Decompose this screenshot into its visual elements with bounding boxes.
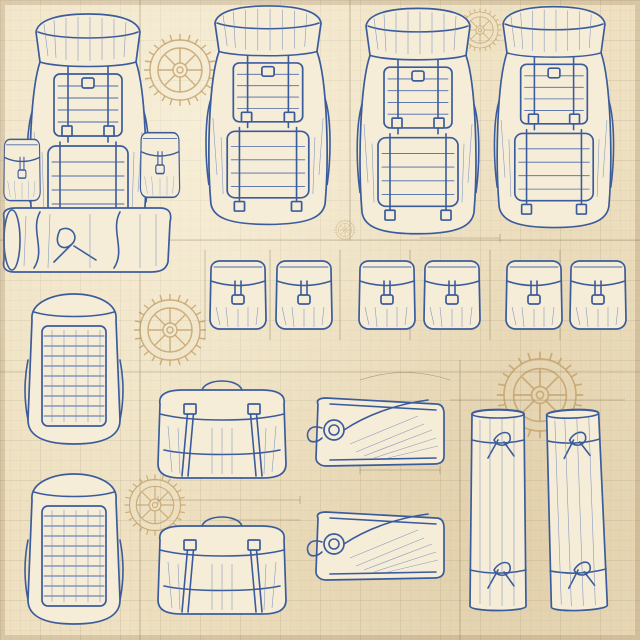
duffel-bag-icon: [157, 380, 287, 479]
utility-pouch-icon: [275, 260, 333, 330]
utility-pouch-icon: [569, 260, 627, 330]
hydration-bladder-icon: [306, 511, 445, 581]
bedroll-icon: [543, 407, 609, 613]
duffel-bag-icon: [157, 516, 287, 615]
compact-pack-icon: [24, 473, 124, 625]
large-rucksack-icon: [205, 5, 331, 226]
utility-pouch-icon: [358, 260, 416, 330]
gear-icon: [133, 293, 207, 367]
utility-pouch-icon: [423, 260, 481, 330]
gear-icon: [143, 33, 217, 107]
large-rucksack-icon: [2, 13, 181, 273]
hydration-bladder-icon: [306, 397, 445, 467]
large-rucksack-icon: [493, 5, 615, 229]
bedroll-icon: [469, 408, 527, 612]
utility-pouch-icon: [505, 260, 563, 330]
utility-pouch-icon: [209, 260, 267, 330]
compact-pack-icon: [24, 293, 124, 445]
large-rucksack-icon: [356, 7, 480, 235]
gear-icon: [333, 218, 357, 242]
